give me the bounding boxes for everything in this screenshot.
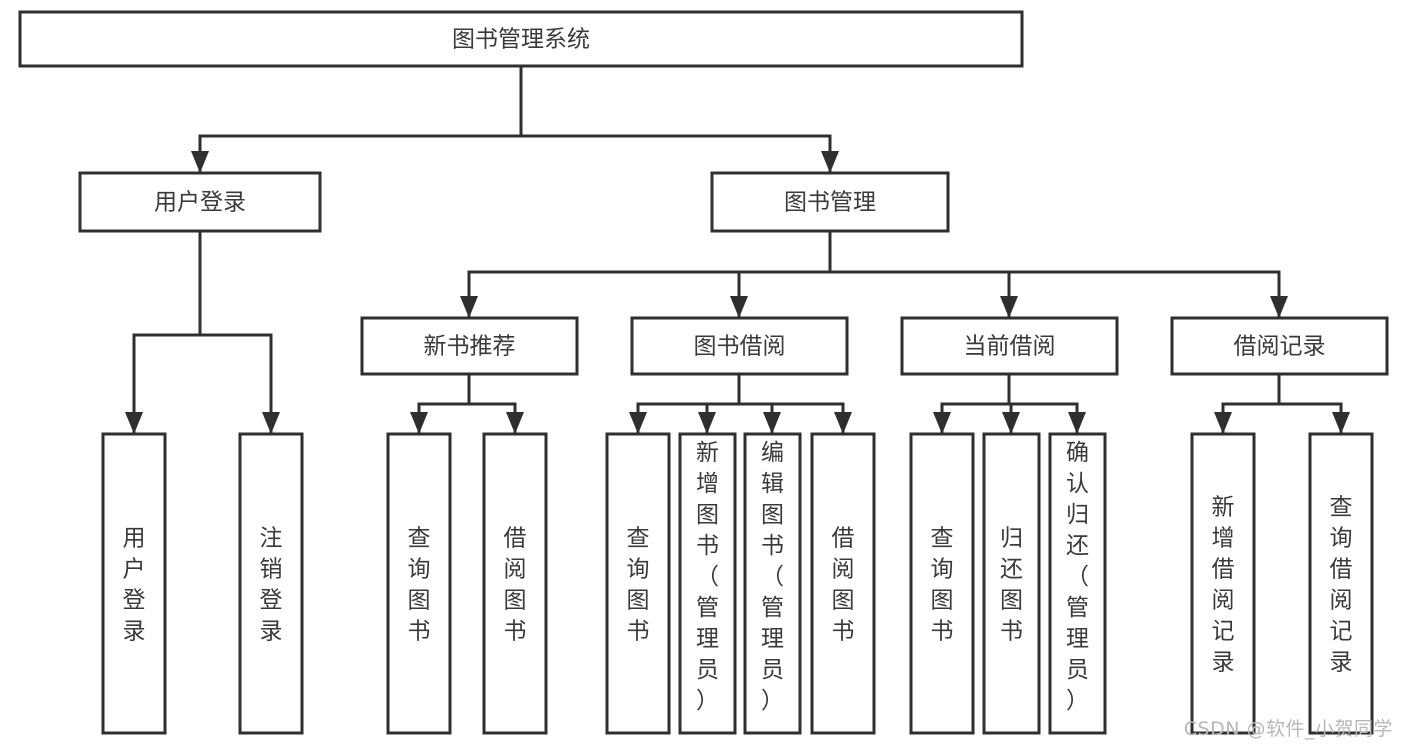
node-label: 借阅记录 (1234, 334, 1326, 360)
node-leaf-查询借阅记录[interactable]: 查询借阅记录 (1308, 432, 1374, 735)
node-box (1308, 432, 1374, 735)
node-leaf-查询图书[interactable]: 查询图书 (605, 432, 671, 735)
node-label: 编辑图书（管理员） (761, 440, 784, 714)
node-box (238, 432, 304, 735)
node-level2-用户登录[interactable]: 用户登录 (78, 171, 322, 233)
node-label: 确认归还（管理员） (1066, 440, 1089, 714)
node-box (360, 316, 579, 376)
arrowhead-icon (834, 412, 852, 434)
node-box (900, 316, 1119, 376)
node-leaf-新增借阅记录[interactable]: 新增借阅记录 (1190, 432, 1256, 735)
node-level2-图书管理[interactable]: 图书管理 (710, 171, 950, 233)
arrowhead-icon (1002, 412, 1020, 434)
node-level3-当前借阅[interactable]: 当前借阅 (900, 316, 1119, 376)
connector-layer (125, 64, 1350, 435)
node-label: 借阅图书 (832, 526, 855, 645)
node-leaf-借阅图书[interactable]: 借阅图书 (810, 432, 876, 735)
connector-newbook-to-leaves (410, 372, 524, 435)
connector-current-to-leaves (933, 372, 1086, 435)
arrowhead-icon (1332, 412, 1350, 434)
node-leaf-注销登录[interactable]: 注销登录 (238, 432, 304, 735)
node-label: 借阅图书 (504, 526, 527, 645)
node-leaf-借阅图书[interactable]: 借阅图书 (482, 432, 548, 735)
arrowhead-icon (506, 412, 524, 434)
node-leaf-编辑图书管理员[interactable]: 编辑图书（管理员） (743, 432, 802, 735)
arrowhead-icon (460, 296, 478, 318)
node-box (386, 432, 452, 735)
connector-root-to-level2 (191, 64, 839, 174)
node-label: 归还图书 (1000, 526, 1023, 645)
node-leaf-查询图书[interactable]: 查询图书 (909, 432, 975, 735)
node-leaf-确认归还管理员[interactable]: 确认归还（管理员） (1048, 432, 1107, 735)
node-leaf-归还图书[interactable]: 归还图书 (982, 432, 1041, 735)
connector-borrow-to-leaves (629, 372, 852, 435)
arrowhead-icon (191, 151, 209, 173)
node-label: 查询借阅记录 (1330, 495, 1353, 676)
node-box (743, 432, 802, 735)
node-label: 图书借阅 (694, 334, 786, 360)
node-box (710, 171, 950, 233)
node-label: 新书推荐 (424, 334, 516, 360)
arrowhead-icon (1068, 412, 1086, 434)
node-label: 新增图书（管理员） (696, 440, 719, 714)
node-label: 查询图书 (931, 526, 954, 645)
arrowhead-icon (125, 412, 143, 434)
arrowhead-icon (410, 412, 428, 434)
node-level3-图书借阅[interactable]: 图书借阅 (630, 316, 849, 376)
node-level3-借阅记录[interactable]: 借阅记录 (1170, 316, 1389, 376)
node-label: 图书管理 (784, 190, 876, 216)
node-label: 查询图书 (627, 526, 650, 645)
node-label: 查询图书 (408, 526, 431, 645)
arrowhead-icon (821, 151, 839, 173)
connector-record-to-leaves (1214, 372, 1350, 435)
node-level3-新书推荐[interactable]: 新书推荐 (360, 316, 579, 376)
arrowhead-icon (629, 412, 647, 434)
node-root-图书管理系统[interactable]: 图书管理系统 (18, 10, 1024, 68)
node-label: 新增借阅记录 (1212, 495, 1235, 676)
node-box (101, 432, 167, 735)
connector-login-to-leaves (125, 229, 280, 435)
arrowhead-icon (698, 412, 716, 434)
arrowhead-icon (763, 412, 781, 434)
node-box (909, 432, 975, 735)
node-box (1170, 316, 1389, 376)
node-box (1048, 432, 1107, 735)
arrowhead-icon (933, 412, 951, 434)
node-box (982, 432, 1041, 735)
node-leaf-查询图书[interactable]: 查询图书 (386, 432, 452, 735)
arrowhead-icon (1270, 296, 1288, 318)
node-box (810, 432, 876, 735)
arrowhead-icon (1214, 412, 1232, 434)
csdn-watermark: CSDN @软件_小贺同学 (1183, 718, 1393, 740)
node-box (678, 432, 737, 735)
node-leaf-新增图书管理员[interactable]: 新增图书（管理员） (678, 432, 737, 735)
node-label: 用户登录 (123, 526, 146, 645)
node-box (630, 316, 849, 376)
arrowhead-icon (1000, 296, 1018, 318)
node-leaf-用户登录[interactable]: 用户登录 (101, 432, 167, 735)
node-box (1190, 432, 1256, 735)
arrowhead-icon (730, 296, 748, 318)
node-box (18, 10, 1024, 68)
node-layer: 图书管理系统用户登录图书管理新书推荐图书借阅当前借阅借阅记录用户登录注销登录查询… (18, 10, 1389, 735)
node-box (78, 171, 322, 233)
node-label: 用户登录 (154, 190, 246, 216)
connector-manage-to-level3 (460, 229, 1288, 319)
arrowhead-icon (262, 412, 280, 434)
node-label: 当前借阅 (964, 334, 1056, 360)
node-label: 注销登录 (260, 526, 283, 645)
node-box (605, 432, 671, 735)
node-box (482, 432, 548, 735)
node-label: 图书管理系统 (452, 27, 590, 53)
